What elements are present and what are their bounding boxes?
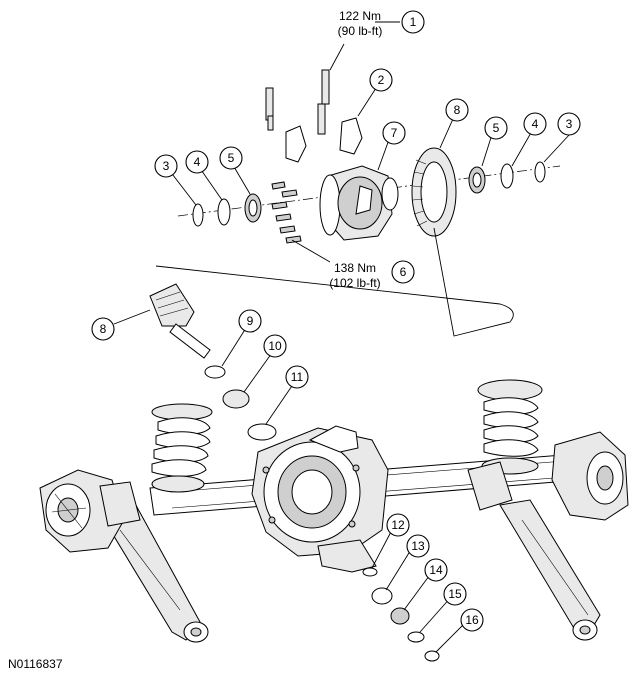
- bearings-right: [468, 161, 546, 194]
- pinion-path-line: [155, 227, 514, 337]
- torque-6-metric: 138 Nm: [334, 261, 376, 275]
- callout-8-pinion: 8: [91, 317, 115, 341]
- callout-16: 16: [460, 608, 484, 632]
- callout-5-right: 5: [484, 116, 508, 140]
- drive-pinion: [149, 283, 211, 359]
- callout-6: 6: [391, 260, 415, 284]
- svg-text:15: 15: [448, 587, 462, 601]
- differential-housing: [251, 425, 389, 573]
- torque-spec-1: 122 Nm (90 lb-ft): [338, 9, 383, 38]
- svg-text:10: 10: [268, 339, 282, 353]
- svg-text:7: 7: [391, 126, 398, 140]
- callout-13: 13: [406, 534, 430, 558]
- torque-1-imperial: (90 lb-ft): [338, 24, 383, 38]
- differential-case: [319, 165, 399, 241]
- pinion-flange-parts: [362, 567, 440, 662]
- svg-text:11: 11: [291, 370, 304, 384]
- callout-8-top: 8: [445, 98, 469, 122]
- bearing-caps-and-bolts: [265, 69, 363, 163]
- callout-11: 11: [285, 365, 309, 389]
- callout-14: 14: [424, 558, 448, 582]
- svg-text:4: 4: [532, 117, 539, 131]
- torque-spec-6: 138 Nm (102 lb-ft): [329, 261, 380, 290]
- figure-id: N0116837: [8, 657, 63, 671]
- callout-10: 10: [263, 334, 287, 358]
- svg-text:1: 1: [410, 15, 417, 29]
- callout-5-left: 5: [219, 146, 243, 170]
- callout-12: 12: [386, 513, 410, 537]
- svg-text:3: 3: [163, 159, 170, 173]
- bearings-left: [192, 193, 262, 227]
- callout-3-left: 3: [154, 154, 178, 178]
- callout-4-left: 4: [185, 150, 209, 174]
- svg-text:2: 2: [378, 73, 385, 87]
- callout-3-right: 3: [557, 112, 581, 136]
- svg-text:8: 8: [100, 322, 107, 336]
- svg-text:3: 3: [566, 117, 573, 131]
- svg-text:12: 12: [391, 518, 405, 532]
- svg-text:9: 9: [247, 314, 254, 328]
- svg-text:8: 8: [454, 103, 461, 117]
- svg-text:5: 5: [493, 121, 500, 135]
- svg-text:14: 14: [429, 563, 443, 577]
- callout-4-right: 4: [523, 112, 547, 136]
- svg-text:6: 6: [400, 265, 407, 279]
- svg-text:13: 13: [411, 539, 425, 553]
- ring-gear: [411, 147, 457, 237]
- ring-gear-bolts: [271, 181, 302, 244]
- svg-text:4: 4: [194, 155, 201, 169]
- callout-7: 7: [382, 121, 406, 145]
- callout-1: 1: [401, 10, 425, 34]
- left-coil-spring: [151, 403, 213, 493]
- rear-axle-assembly: [39, 379, 629, 643]
- torque-6-imperial: (102 lb-ft): [329, 276, 380, 290]
- callout-9: 9: [238, 309, 262, 333]
- callout-15: 15: [443, 582, 467, 606]
- svg-text:5: 5: [228, 151, 235, 165]
- pinion-shims-and-bearings: [204, 365, 277, 441]
- callout-2: 2: [369, 68, 393, 92]
- leader-lines: [113, 21, 571, 653]
- torque-1-metric: 122 Nm: [339, 9, 381, 23]
- svg-text:16: 16: [465, 613, 479, 627]
- right-coil-spring: [477, 379, 543, 475]
